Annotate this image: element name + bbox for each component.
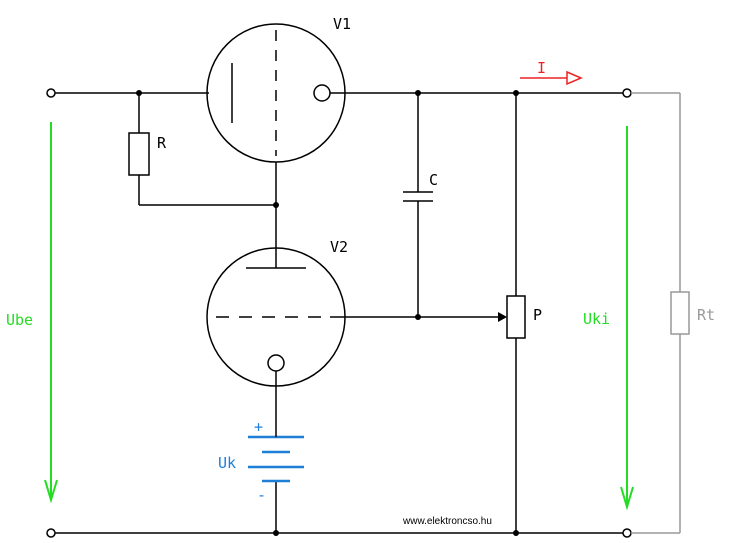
label-minus: - [257,486,266,504]
label-rt: Rt [697,306,715,324]
label-uk: Uk [218,454,236,472]
output-terminal-bottom [622,528,632,538]
junction-dot [273,202,279,208]
uki-arrow-head-icon [620,486,634,511]
label-p: P [533,306,542,324]
junction-dot [415,314,421,320]
ube-arrow-head-icon [44,479,58,504]
v2-cathode [267,354,285,372]
junction-dot [136,90,142,96]
junction-dot [513,530,519,536]
website-credit: www.elektroncso.hu [402,516,492,527]
junction-dot [513,90,519,96]
wiper-arrow-icon [498,312,507,322]
v1-cathode [313,84,331,102]
load-rt [631,92,690,534]
label-i: I [537,59,546,77]
label-v1: V1 [333,15,351,33]
input-terminal-top [46,88,56,98]
potentiometer-p [506,295,526,339]
battery-uk [248,435,304,483]
input-terminal-bottom [46,528,56,538]
junction-dot [415,90,421,96]
label-ube: Ube [6,311,33,329]
junction-dot [273,530,279,536]
resistor-r [128,132,150,176]
label-plus: + [254,418,263,436]
label-uki: Uki [583,310,610,328]
label-r: R [157,134,167,152]
current-arrow [520,70,583,86]
label-v2: V2 [330,238,348,256]
label-c: C [429,171,438,189]
output-terminal-top [622,88,632,98]
